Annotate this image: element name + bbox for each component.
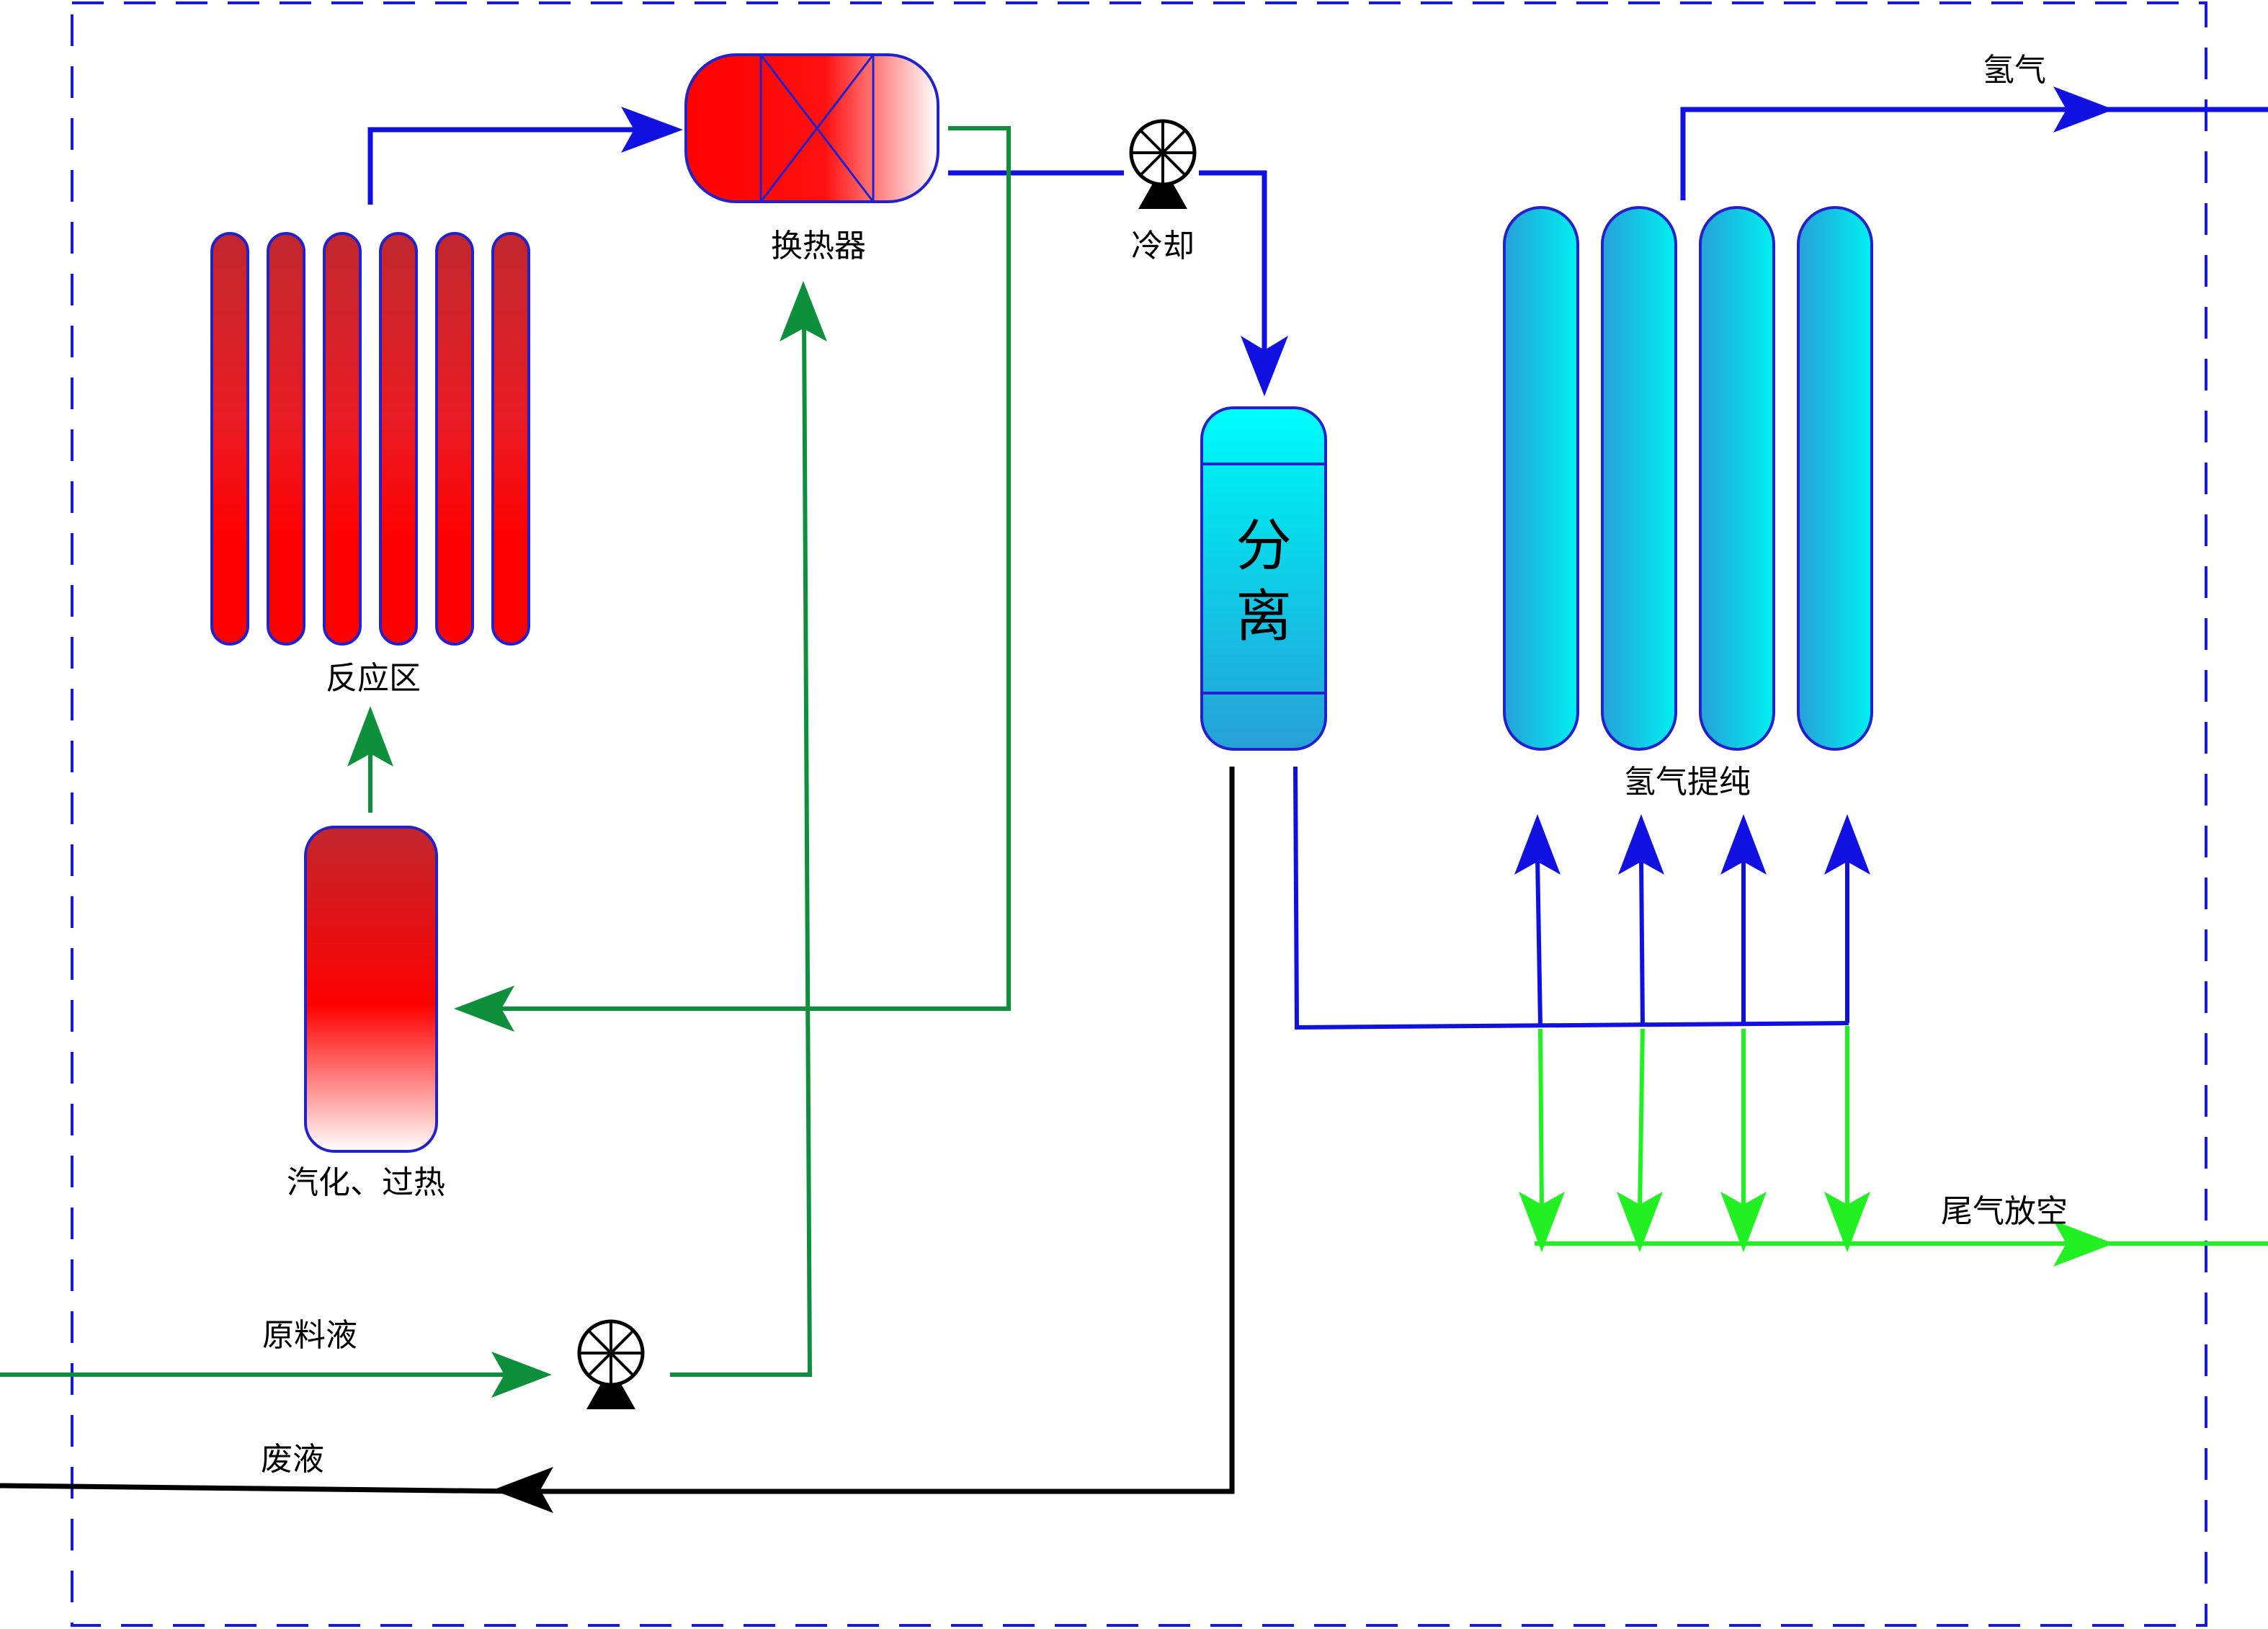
heat-exchanger xyxy=(684,53,939,203)
label-reaction-zone: 反应区 xyxy=(326,660,421,697)
label-separator-line2: 离 xyxy=(1236,584,1292,649)
reactor-tube xyxy=(379,232,418,646)
arrow-feed-to-pump xyxy=(491,1352,552,1398)
pipe-hydrogen-out xyxy=(1680,107,2268,200)
tail-gas-drops xyxy=(1538,1026,1849,1211)
label-waste-liquid: 废液 xyxy=(261,1441,324,1478)
vaporizer-vessel xyxy=(304,826,438,1153)
reactor-tube xyxy=(491,232,530,646)
arrow-into-hx xyxy=(780,281,827,342)
purifier-column xyxy=(1601,206,1677,751)
arrow-waste-out xyxy=(493,1467,553,1513)
system-boundary xyxy=(71,1,2207,1627)
label-hydrogen-purification: 氢气提纯 xyxy=(1624,764,1751,800)
hydrogen-purification-columns xyxy=(1503,206,1873,751)
separator-vessel xyxy=(1200,406,1327,751)
tail-gas-arrows xyxy=(1519,1192,1870,1252)
arrow-into-separator xyxy=(1241,336,1288,396)
arrow-hydrogen-out xyxy=(2053,86,2114,133)
pipe-hx-to-vaporizer xyxy=(490,126,1011,1011)
purifier-column xyxy=(1503,206,1579,751)
purifier-feed-arrows xyxy=(1514,814,1870,875)
pipe-waste xyxy=(0,767,1235,1494)
arrow-reactor-to-hx xyxy=(621,107,683,153)
arrow-tail-gas-out xyxy=(2053,1220,2114,1267)
purifier-feed-risers xyxy=(1535,857,1849,1027)
label-hydrogen: 氢气 xyxy=(1983,52,2046,89)
pipe-reactor-to-hx xyxy=(367,127,641,205)
pump-icon xyxy=(1129,119,1197,209)
pump-icon xyxy=(577,1319,645,1409)
label-heat-exchanger: 换热器 xyxy=(771,228,866,264)
reaction-zone xyxy=(210,232,530,646)
reactor-tube xyxy=(267,232,305,646)
label-vaporize-superheat: 汽化、过热 xyxy=(287,1164,445,1201)
pipe-cooler-to-separator xyxy=(1199,170,1267,360)
purifier-column xyxy=(1699,206,1775,751)
reactor-tube xyxy=(210,232,249,646)
reactor-tube xyxy=(323,232,362,646)
label-separator-line1: 分 xyxy=(1236,514,1292,579)
arrow-into-reactor xyxy=(347,706,393,767)
label-feed-liquid: 原料液 xyxy=(262,1317,357,1354)
arrow-into-vaporizer xyxy=(454,986,514,1032)
purifier-column xyxy=(1797,206,1873,751)
pipe-separator-gas-header xyxy=(1293,766,1849,1030)
label-tail-gas-vent: 尾气放空 xyxy=(1941,1193,2068,1230)
pipe-feed-pump-to-hx xyxy=(670,316,813,1377)
label-cooling: 冷却 xyxy=(1131,228,1195,264)
reactor-tube xyxy=(435,232,474,646)
